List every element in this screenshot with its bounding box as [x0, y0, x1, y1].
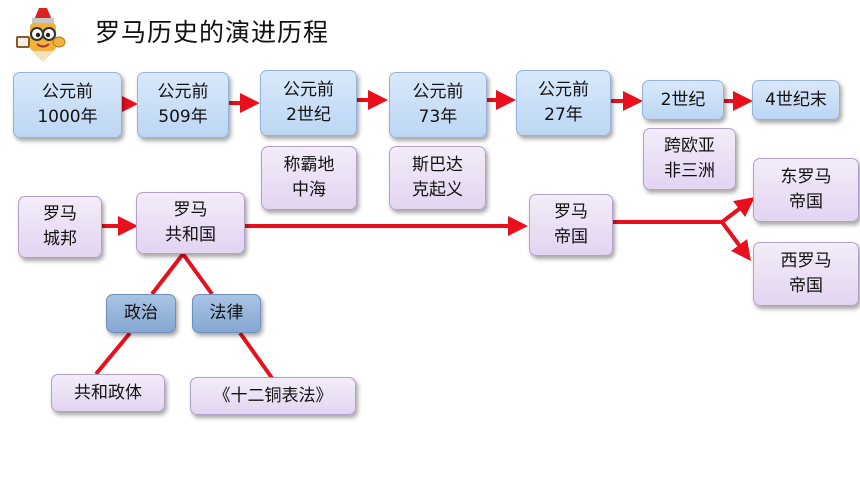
timeline-509bc: 公元前 509年 — [137, 72, 229, 138]
event-spartacus-revolt: 斯巴达 克起义 — [389, 146, 486, 210]
branch-line — [150, 252, 185, 296]
branch-line — [238, 331, 274, 380]
page-title: 罗马历史的演进历程 — [95, 18, 330, 47]
event-mediterranean: 称霸地 中海 — [261, 146, 357, 210]
branch-line — [94, 331, 132, 376]
event-three-continents: 跨欧亚 非三洲 — [643, 128, 736, 190]
stage-arrow — [720, 220, 751, 262]
aspect-law: 法律 — [192, 294, 261, 333]
timeline-late-4th-century: 4世纪末 — [752, 80, 840, 120]
stage-republic: 罗马 共和国 — [136, 192, 245, 254]
timeline-73bc: 公元前 73年 — [389, 72, 487, 138]
stage-eastern-empire: 东罗马 帝国 — [753, 158, 859, 222]
stage-arrow — [720, 196, 755, 224]
timeline-2nd-century: 2世纪 — [642, 80, 724, 120]
timeline-2nd-century-bc: 公元前 2世纪 — [260, 70, 357, 136]
pencil-mascot-icon — [16, 8, 66, 62]
branch-line — [181, 252, 214, 296]
stage-western-empire: 西罗马 帝国 — [753, 242, 859, 306]
timeline-27bc: 公元前 27年 — [516, 70, 611, 136]
stage-city-state: 罗马 城邦 — [18, 196, 102, 258]
stage-empire: 罗马 帝国 — [529, 194, 613, 256]
aspect-politics: 政治 — [106, 294, 176, 333]
detail-twelve-tables: 《十二铜表法》 — [190, 377, 356, 415]
timeline-1000bc: 公元前 1000年 — [13, 72, 122, 138]
detail-republic-system: 共和政体 — [51, 374, 165, 412]
